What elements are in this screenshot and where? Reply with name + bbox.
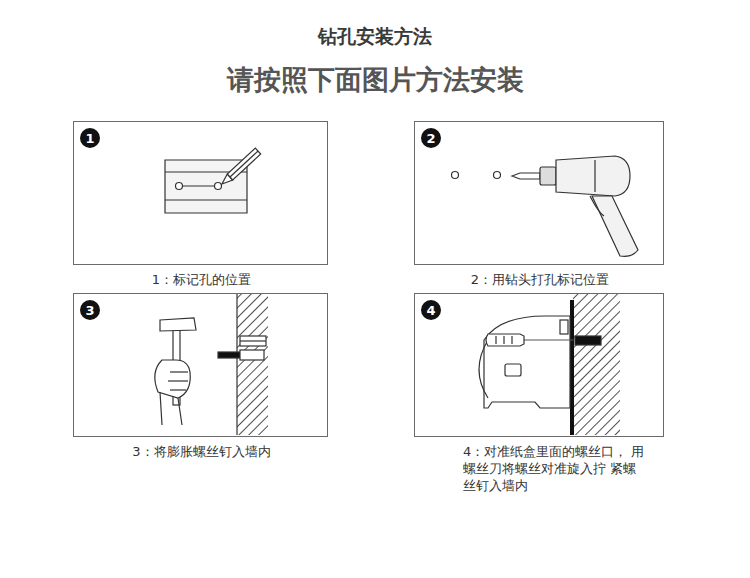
hammer-figure (155, 294, 268, 435)
step-caption: 4：对准纸盒里面的螺丝口， 用螺丝刀将螺丝对准旋入拧 紧螺丝钉入墙内 (463, 443, 645, 494)
callout-number: 2 (426, 131, 435, 146)
bracket-figure (165, 148, 261, 213)
step-number-badge: 2 (421, 128, 441, 148)
drill-figure (452, 156, 639, 256)
callout-number: 1 (85, 131, 94, 146)
callout-number: 4 (426, 303, 435, 318)
paperbox-figure (479, 294, 620, 435)
step-caption: 1：标记孔的位置 (74, 271, 329, 288)
step-caption: 2：用钻头打孔标记位置 (415, 271, 665, 288)
step-number-badge: 4 (421, 300, 441, 320)
step-panel: 4：对准纸盒里面的螺丝口， 用螺丝刀将螺丝对准旋入拧 紧螺丝钉入墙内4 (414, 293, 664, 437)
step-caption: 3：将膨胀螺丝钉入墙内 (74, 443, 329, 460)
step-number-badge: 1 (80, 128, 100, 148)
subtitle: 请按照下面图片方法安装 (0, 62, 750, 98)
step-panel: 1：标记孔的位置1 (73, 121, 328, 265)
step-number-badge: 3 (80, 300, 100, 320)
page-title: 钻孔安装方法 (0, 24, 750, 50)
step-panel: 2：用钻头打孔标记位置2 (414, 121, 664, 265)
step-panel: 3：将膨胀螺丝钉入墙内3 (73, 293, 328, 437)
callout-number: 3 (85, 303, 94, 318)
